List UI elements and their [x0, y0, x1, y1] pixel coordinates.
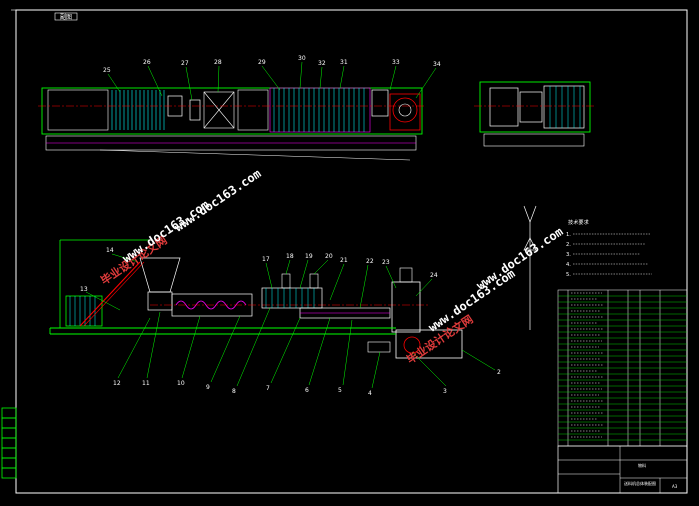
- part-label: 12: [113, 380, 121, 387]
- part-label: 10: [177, 380, 185, 387]
- part-label: 11: [142, 380, 150, 387]
- front-view-labels: 14 13 12 11 10 9 8 7 6 5 4 3 2 24 23 22 …: [80, 247, 501, 397]
- sheet-size: A3: [672, 484, 678, 489]
- part-label: 24: [430, 272, 438, 279]
- part-label: 33: [392, 59, 400, 66]
- part-label: 6: [305, 387, 309, 394]
- part-label: 14: [106, 247, 114, 254]
- part-label: 21: [340, 257, 348, 264]
- front-view: [49, 239, 463, 359]
- part-label: 7: [266, 385, 270, 392]
- drawing-border: [15, 9, 688, 494]
- top-view: [38, 87, 426, 161]
- title-block: 物料 送料机总体装配图 A3: [557, 445, 688, 494]
- part-label: 13: [80, 286, 88, 293]
- corner-stamp: 副图: [54, 12, 78, 21]
- part-label: 30: [298, 55, 306, 62]
- part-label: 26: [143, 59, 151, 66]
- part-label: 18: [286, 253, 294, 260]
- part-label: 31: [340, 59, 348, 66]
- watermark-url: www.doc163.com: [120, 197, 212, 265]
- part-label: 25: [103, 67, 111, 74]
- tech-req-heading: 技术要求: [568, 218, 590, 226]
- title-block-name: 物料: [638, 462, 646, 468]
- margin-boxes: [1, 407, 17, 479]
- part-label: 22: [366, 258, 374, 265]
- part-label: 2: [497, 369, 501, 376]
- part-label: 3: [443, 388, 447, 395]
- watermarks: www.doc163.com 毕业设计论文网 www.doc163.com ww…: [98, 166, 566, 366]
- part-label: 27: [181, 60, 189, 67]
- top-view-labels: 25 26 27 28 29 30 32 31 33 34: [103, 55, 441, 101]
- tech-req-item: 2.: [566, 242, 571, 248]
- part-label: 34: [433, 61, 441, 68]
- drawing-title: 送料机总体装配图: [624, 480, 656, 486]
- part-label: 20: [325, 253, 333, 260]
- part-label: 5: [338, 387, 342, 394]
- part-label: 17: [262, 256, 270, 263]
- part-label: 28: [214, 59, 222, 66]
- part-label: 32: [318, 60, 326, 67]
- dimension-arrows: [523, 205, 537, 330]
- part-label: 8: [232, 388, 236, 395]
- technical-requirements: 技术要求 1. 2. 3. 4. 5.: [566, 218, 652, 278]
- part-label: 19: [305, 253, 313, 260]
- side-view: [474, 81, 596, 147]
- part-label: 23: [382, 259, 390, 266]
- part-label: 4: [368, 390, 372, 397]
- tech-req-item: 1.: [566, 232, 571, 238]
- parts-list: [557, 289, 688, 447]
- part-label: 29: [258, 59, 266, 66]
- part-label: 9: [206, 384, 210, 391]
- tech-req-item: 3.: [566, 252, 571, 258]
- stamp-text: 副图: [60, 13, 72, 21]
- tech-req-item: 4.: [566, 262, 571, 268]
- tech-req-item: 5.: [566, 272, 571, 278]
